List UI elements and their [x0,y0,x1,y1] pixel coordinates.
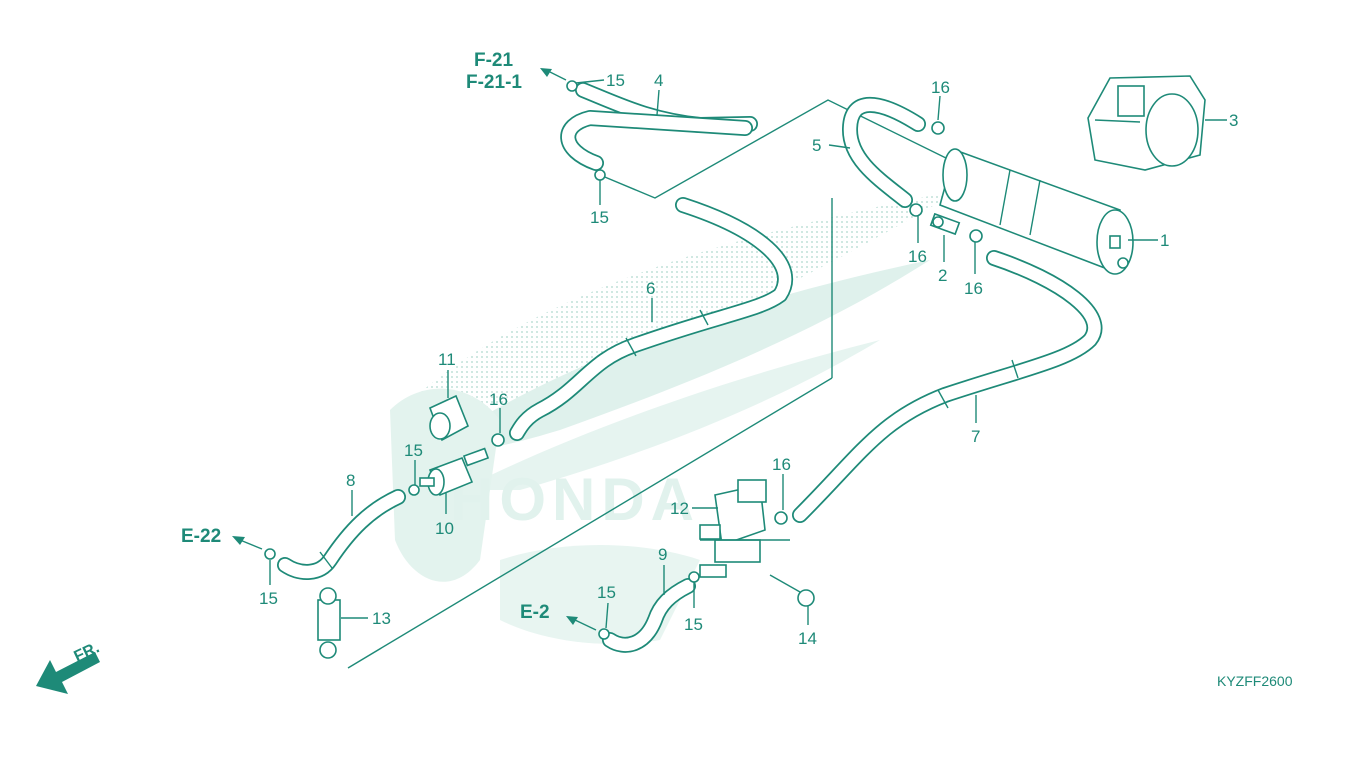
callout-leaders [269,79,1227,629]
part-number-3: 3 [1229,111,1238,130]
part-number-15: 15 [606,71,625,90]
part-number-11: 11 [438,350,456,369]
part-number-13: 13 [372,609,391,628]
bolt-14 [769,574,815,607]
honda-wing-watermark: HONDA [390,190,960,644]
part-number-8: 8 [346,471,355,490]
canister-holder-3 [1087,75,1206,171]
hose-8 [277,489,406,580]
part-number-16: 16 [489,390,508,409]
part-number-16: 16 [931,78,950,97]
part-number-15: 15 [597,583,616,602]
part-number-10: 10 [435,519,454,538]
svg-text:HONDA: HONDA [450,466,700,533]
part-number-1: 1 [1160,231,1169,250]
hose-6 [509,197,793,441]
hose-5 [842,97,926,208]
part-number-6: 6 [646,279,655,298]
part-number-2: 2 [938,266,947,285]
ref-label-f21-1: F-21-1 [466,72,522,93]
connector-13 [317,587,341,659]
solenoid-valve-12 [699,479,790,578]
assembly-leader-lines [347,99,951,669]
hose-4 [560,82,758,171]
joint-2 [929,212,961,236]
part-number-16: 16 [772,455,791,474]
part-number-14: 14 [798,629,817,648]
part-number-5: 5 [812,136,821,155]
canister-1 [939,148,1134,275]
ref-label-e22: E-22 [181,526,221,547]
part-number-7: 7 [971,427,980,446]
filter-10 [419,447,490,497]
hose-9 [602,578,696,653]
part-number-12: 12 [670,499,689,518]
part-number-4: 4 [654,71,663,90]
ref-label-f21: F-21 [474,50,514,71]
part-number-16: 16 [908,247,927,266]
ref-label-e2: E-2 [520,602,550,623]
clamp-11 [428,394,470,442]
diagram-code: KYZFF2600 [1217,673,1293,689]
part-number-16: 16 [964,279,983,298]
part-number-15: 15 [404,441,423,460]
hose-clips [264,80,983,640]
part-number-15: 15 [684,615,703,634]
hose-7 [792,250,1103,523]
part-number-9: 9 [658,545,667,564]
reference-arrows [232,68,597,631]
front-direction-arrow: FR. [36,639,102,694]
part-number-15: 15 [590,208,609,227]
part-number-15: 15 [259,589,278,608]
